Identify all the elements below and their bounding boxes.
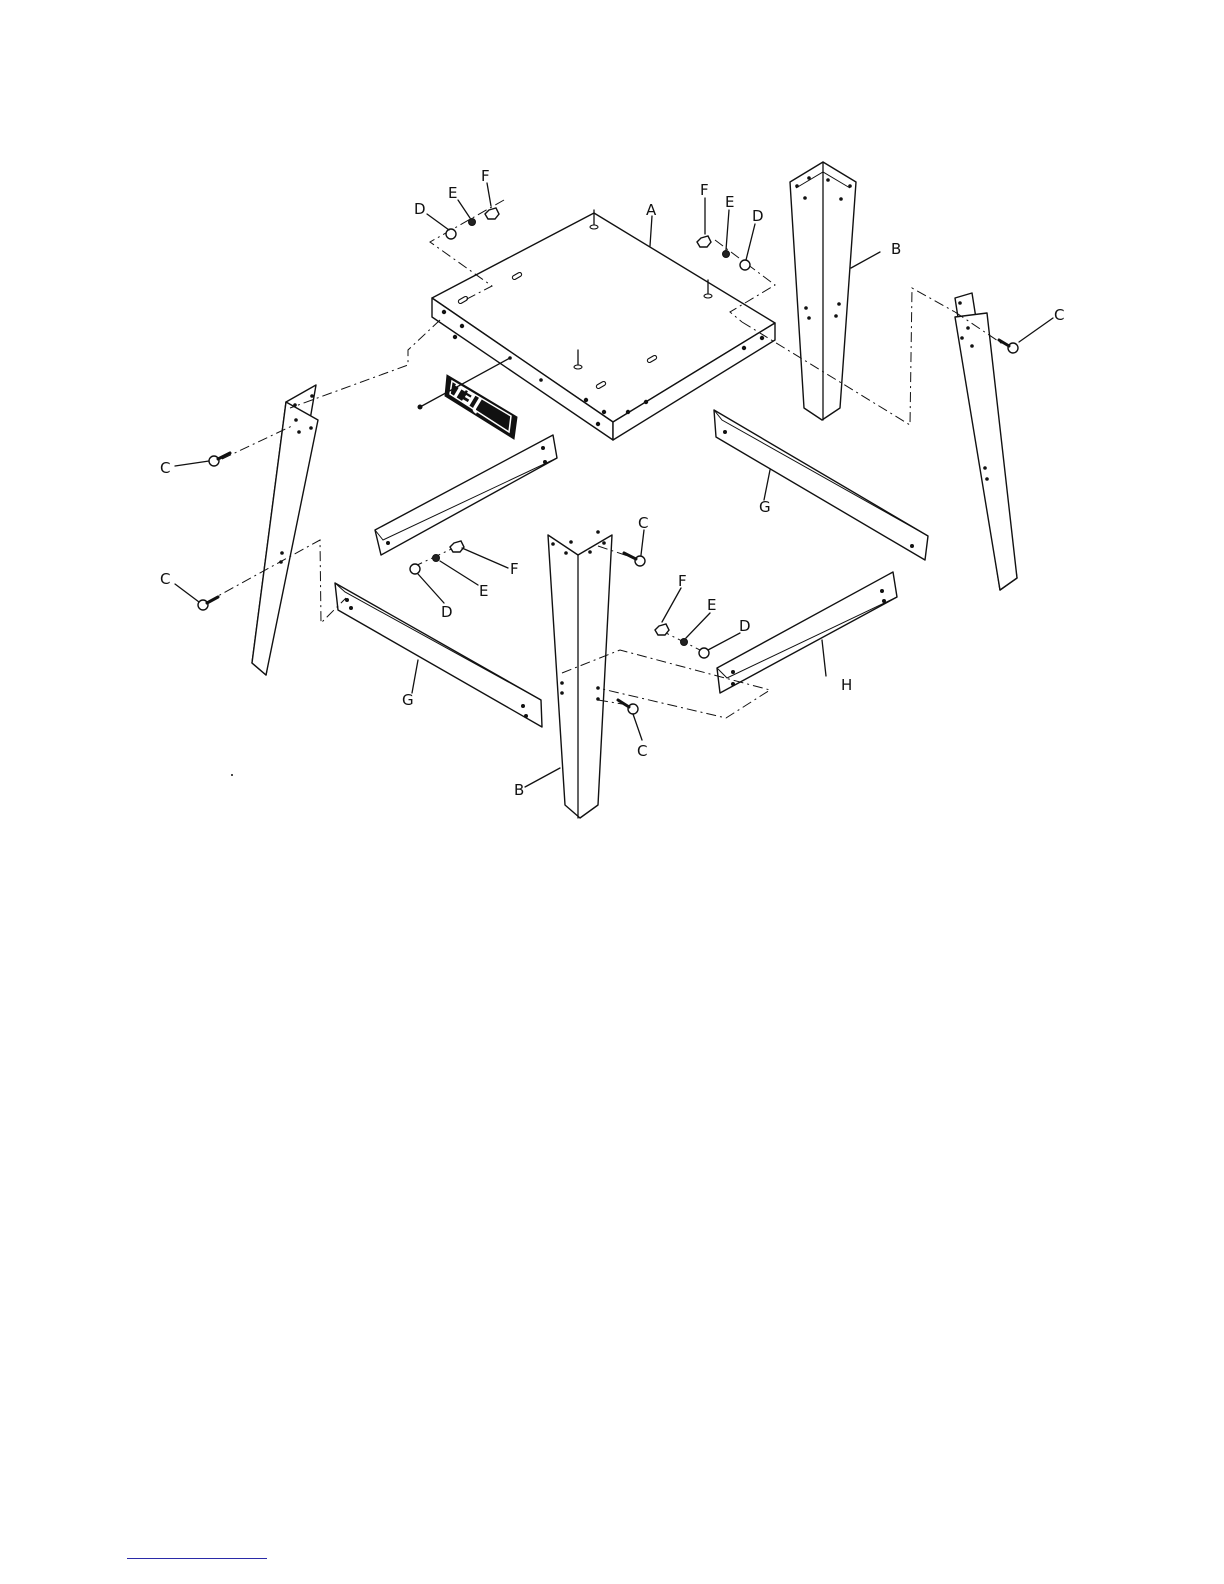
callout-a: A — [646, 201, 657, 219]
leg-b-back-right — [790, 162, 880, 420]
carriage-bolt-icon — [624, 553, 645, 566]
lock-washer-icon — [469, 219, 476, 226]
callout-d: D — [752, 207, 764, 225]
leg-b-front — [548, 530, 612, 818]
jet-logo-plate: JET — [418, 358, 518, 439]
callout-g: G — [402, 691, 414, 709]
callout-e: E — [479, 582, 488, 600]
footer-rule — [127, 1558, 267, 1559]
flat-washer-icon — [446, 229, 456, 239]
callout-b: B — [514, 781, 524, 799]
callout-f: F — [481, 167, 490, 185]
callout-g: G — [759, 498, 771, 516]
rail-g-front — [335, 583, 542, 727]
callout-c: C — [637, 742, 647, 760]
carriage-bolt-icon — [198, 597, 218, 610]
leg-left — [252, 385, 318, 675]
hex-nut-icon — [450, 541, 464, 552]
flat-washer-icon — [740, 260, 750, 270]
hex-nut-icon — [655, 624, 669, 635]
leg-far-right — [955, 293, 1017, 590]
callout-b: B — [891, 240, 901, 258]
lock-washer-icon — [723, 251, 730, 258]
callout-d: D — [739, 617, 751, 635]
callout-e: E — [725, 193, 734, 211]
callout-e: E — [707, 596, 716, 614]
callout-c: C — [1054, 306, 1064, 324]
callout-f: F — [510, 560, 519, 578]
hex-nut-icon — [697, 236, 711, 247]
callout-f: F — [678, 572, 687, 590]
callout-c: C — [638, 514, 648, 532]
lock-washer-icon — [433, 555, 440, 562]
callout-h: H — [841, 676, 852, 694]
hex-nut-icon — [485, 208, 499, 219]
callout-c: C — [160, 459, 170, 477]
rail-upper-left — [375, 435, 557, 555]
callout-d: D — [414, 200, 426, 218]
carriage-bolt-icon — [999, 340, 1018, 353]
carriage-bolt-icon — [209, 453, 230, 466]
callout-d: D — [441, 603, 453, 621]
callout-f: F — [700, 181, 709, 199]
lock-washer-icon — [681, 639, 688, 646]
carriage-bolt-icon — [618, 700, 638, 714]
callout-e: E — [448, 184, 457, 202]
flat-washer-icon — [699, 648, 709, 658]
callout-c: C — [160, 570, 170, 588]
rail-g-back — [714, 410, 928, 560]
flat-washer-icon — [410, 564, 420, 574]
